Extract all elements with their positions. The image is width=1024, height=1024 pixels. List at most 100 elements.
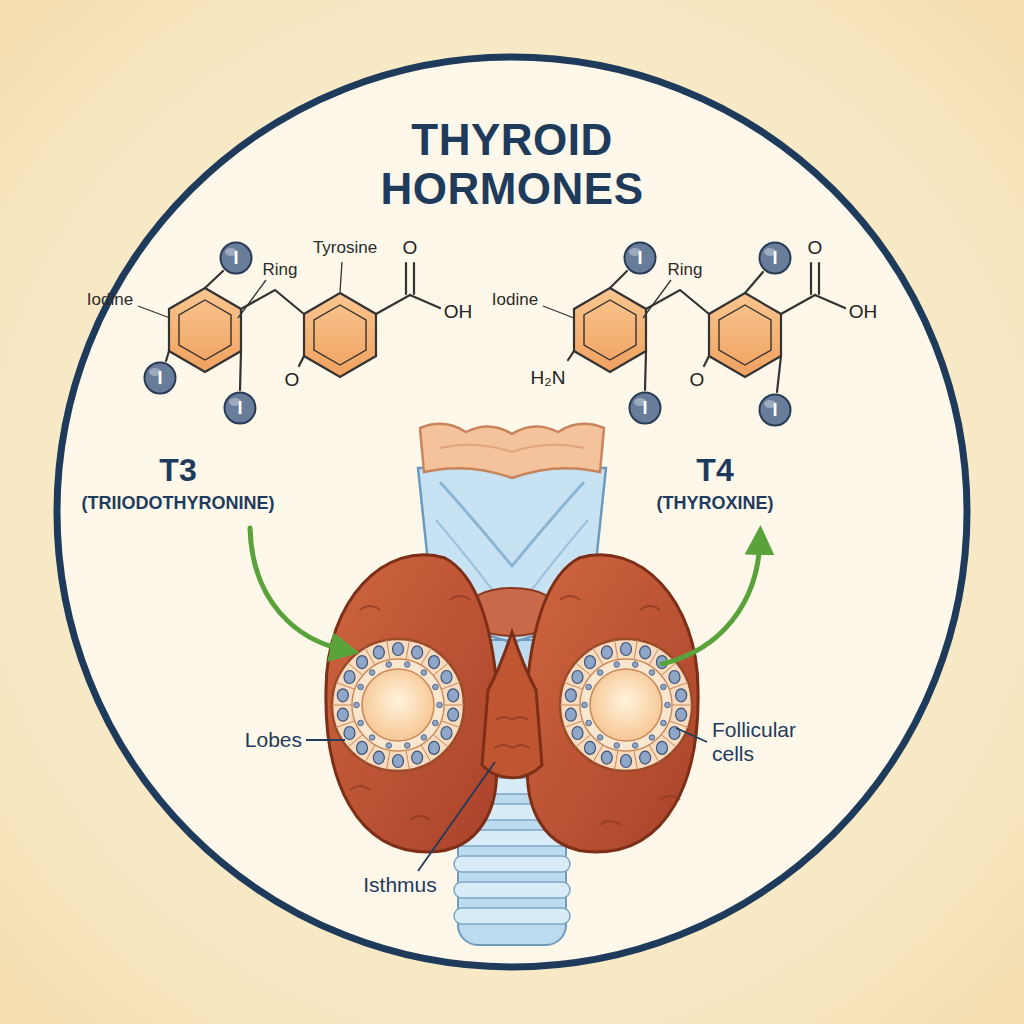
molecule-skeleton xyxy=(777,356,781,392)
atom-circle xyxy=(630,393,661,424)
thyroid-follicle xyxy=(582,702,588,708)
molecule-label: Iodine xyxy=(492,290,538,310)
thyroid-follicle xyxy=(676,689,687,702)
thyroid-follicle xyxy=(421,670,427,676)
thyroid-follicle xyxy=(597,670,603,676)
iodine-atom: I xyxy=(219,241,253,275)
thyroid-follicle xyxy=(437,702,443,708)
molecule-skeleton xyxy=(314,305,366,365)
thyroid-follicle xyxy=(565,689,576,702)
thyroid-follicle xyxy=(586,684,592,690)
thyroid-follicle xyxy=(669,671,680,684)
thyroid-follicle xyxy=(615,750,618,770)
thyroid-follicle xyxy=(572,727,583,740)
hormone-name: T3 xyxy=(159,452,196,489)
thyroid-follicle xyxy=(421,735,427,741)
thyroid-lobe xyxy=(526,555,698,852)
molecule-skeleton xyxy=(568,351,574,360)
atom-symbol: I xyxy=(637,248,642,269)
thyroid-follicle xyxy=(387,640,390,660)
molecule-skeleton xyxy=(410,295,440,308)
thyroid-follicle xyxy=(337,689,348,702)
thyroid-follicle xyxy=(640,751,651,764)
thyroid-follicle xyxy=(661,720,667,726)
thyroid-follicle xyxy=(358,684,364,690)
atom-circle xyxy=(225,393,256,424)
isthmus-shape xyxy=(494,717,530,748)
thyroid-follicle xyxy=(661,684,667,690)
thyroid-follicle xyxy=(369,735,375,741)
molecule-skeleton xyxy=(304,293,376,377)
thyroid-follicle xyxy=(362,669,434,741)
molecule-skeleton xyxy=(179,300,231,360)
thyroid-follicle xyxy=(621,643,632,656)
leader-line xyxy=(306,728,707,871)
thyroid-follicle xyxy=(386,662,392,668)
molecule-skeleton xyxy=(376,295,410,314)
thyroid-follicle xyxy=(344,671,355,684)
thyroid-follicle xyxy=(601,646,612,659)
thyroid-follicle xyxy=(373,646,384,659)
atom-symbol: I xyxy=(772,400,777,421)
thyroid-follicle xyxy=(632,662,638,668)
atom-symbol: I xyxy=(237,398,242,419)
larynx xyxy=(420,424,604,478)
molecule-label: Ring xyxy=(263,260,298,280)
leader-line xyxy=(138,262,671,318)
atom-circle xyxy=(760,243,791,274)
thyroid-follicle xyxy=(352,659,444,751)
atom-symbol: O xyxy=(285,369,300,391)
molecule-skeleton xyxy=(574,288,646,372)
leader-line xyxy=(238,280,266,318)
atom-circle xyxy=(625,243,656,274)
thyroid-follicle xyxy=(649,670,655,676)
atom-circle xyxy=(760,395,791,426)
atom-symbol: OH xyxy=(849,301,878,323)
thyroid-follicle xyxy=(406,750,409,770)
leader-line xyxy=(138,306,170,318)
part-label: Lobes xyxy=(245,728,302,752)
part-label: Isthmus xyxy=(363,873,437,897)
green-arrow xyxy=(662,540,760,664)
leader-line xyxy=(643,280,671,318)
thyroid-follicle xyxy=(572,671,583,684)
molecule-skeleton xyxy=(413,263,415,294)
thyroid-follicle xyxy=(560,705,580,706)
molecule-skeleton xyxy=(405,263,407,294)
larynx xyxy=(440,445,584,452)
thyroid-follicle xyxy=(433,720,439,726)
leader-line xyxy=(340,262,342,292)
thyroid-follicle xyxy=(387,750,390,770)
thyroid-follicle xyxy=(634,750,637,770)
green-arrow xyxy=(250,528,760,664)
thyroid-follicle xyxy=(614,743,620,749)
thyroid-follicle xyxy=(337,708,348,721)
molecule-skeleton xyxy=(166,263,845,392)
thyroid-lobe xyxy=(350,596,680,825)
thyroid-follicle xyxy=(332,705,352,706)
atom-symbol: I xyxy=(642,398,647,419)
molecule-skeleton xyxy=(745,272,763,293)
thyroid-follicle xyxy=(614,662,620,668)
trachea xyxy=(454,856,570,872)
frame-circle xyxy=(57,57,967,967)
thyroid-follicle xyxy=(565,708,576,721)
molecule-skeleton xyxy=(719,305,771,365)
atom-symbol: I xyxy=(772,248,777,269)
thyroid-follicle xyxy=(357,741,368,754)
thyroid-follicle xyxy=(441,727,452,740)
atom-symbol: O xyxy=(403,237,418,259)
hormone-fullname: (THYROXINE) xyxy=(657,493,774,514)
molecule-skeleton xyxy=(584,300,636,360)
thyroid-lobe xyxy=(326,555,498,852)
thyroid-follicle xyxy=(358,720,364,726)
molecule-skeleton xyxy=(810,263,812,294)
thyroid-follicle xyxy=(634,640,637,660)
thyroid-follicle xyxy=(601,751,612,764)
thyroid-follicle xyxy=(404,743,410,749)
leader-line xyxy=(306,739,345,741)
thyroid-follicle xyxy=(386,743,392,749)
iodine-atom: I xyxy=(143,361,177,395)
